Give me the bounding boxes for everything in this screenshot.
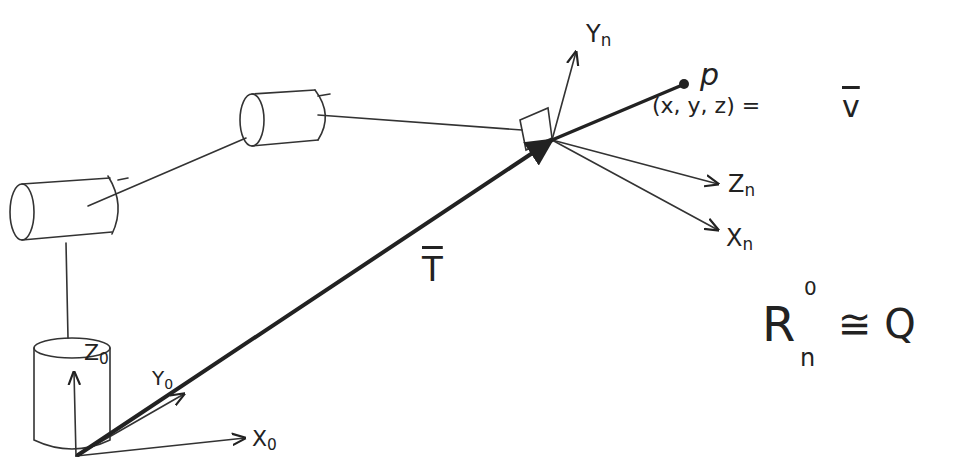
axis-label: 0 <box>804 278 817 298</box>
axis-label: (x, y, z) = <box>652 95 760 117</box>
axis-label: Y0 <box>152 368 173 391</box>
axis-label: Xn <box>726 226 753 253</box>
axis-label: R <box>762 300 795 348</box>
axis-label: ≅ Q <box>838 304 916 344</box>
axis-label: n <box>800 346 815 370</box>
axis-label: v <box>842 92 860 122</box>
axis-label: Z0 <box>84 342 109 367</box>
axis-label: X0 <box>252 428 277 453</box>
axis-label: Zn <box>728 172 755 199</box>
axis-label: T <box>422 252 443 286</box>
axis-label: Yn <box>586 22 611 49</box>
axis-label: p <box>700 60 719 90</box>
